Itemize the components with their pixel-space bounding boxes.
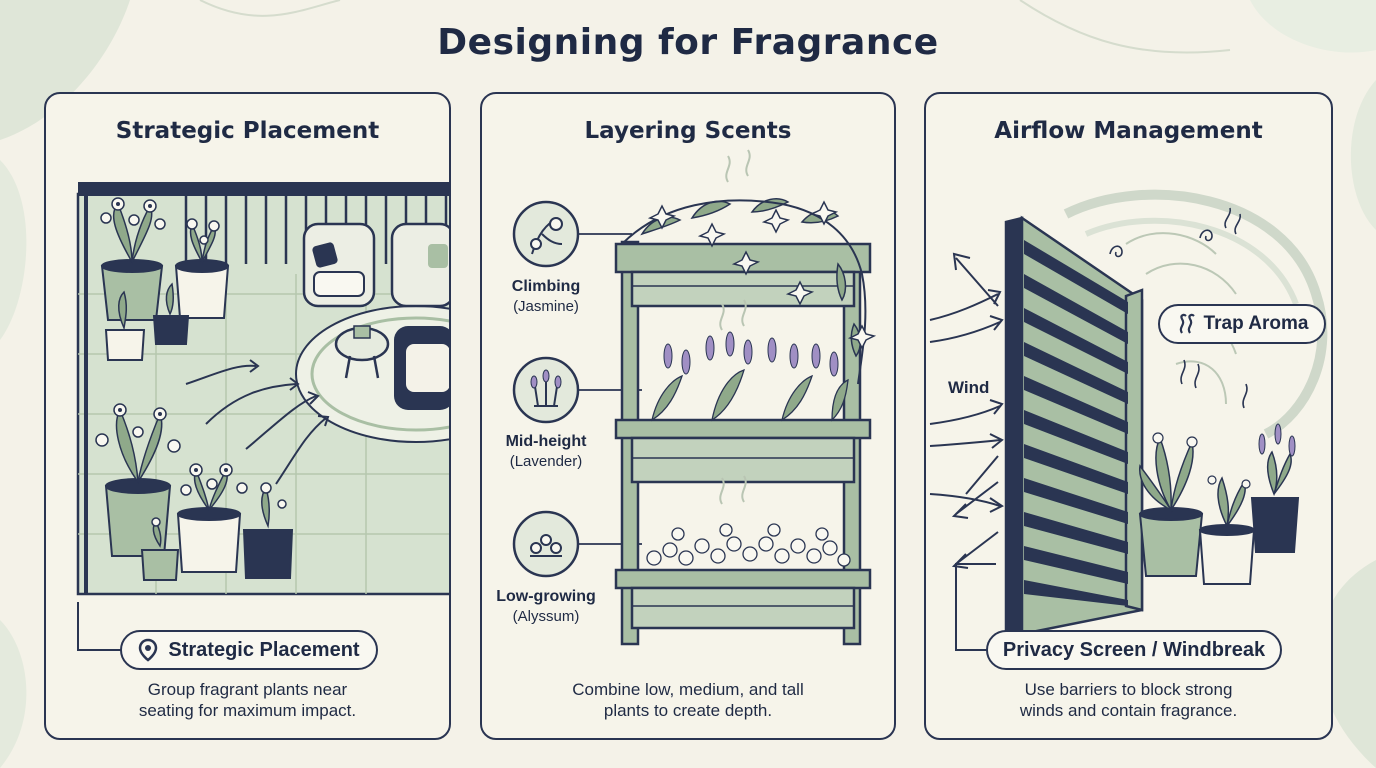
panel-strategic-placement: Strategic Placement [44,92,451,740]
jasmine-icon [512,200,580,268]
tiered-planter-illustration [512,149,877,646]
layer-label-low-growing: Low-growing (Alyssum) [496,588,596,625]
layer-label-climbing: Climbing (Jasmine) [511,278,581,315]
panel-layering-scents: Layering Scents [480,92,896,740]
page-title: Designing for Fragrance [437,22,939,63]
strategic-placement-badge: Strategic Placement [120,630,378,670]
layer-label-mid-height: Mid-height (Lavender) [505,433,587,470]
panel-caption: Use barriers to block strong winds and c… [1019,680,1238,720]
panel-title: Strategic Placement [115,118,380,144]
panel-caption: Group fragrant plants near seating for m… [138,680,357,720]
map-pin-icon [139,638,158,662]
badge-label: Privacy Screen / Windbreak [1002,638,1266,661]
badge-label: Trap Aroma [1203,313,1309,334]
patio-illustration [76,182,449,651]
trap-aroma-badge: Trap Aroma [1158,304,1326,344]
badge-label: Strategic Placement [168,638,360,661]
scent-swirl-icon [1179,313,1195,334]
panel-title: Layering Scents [584,118,792,144]
panel-caption: Combine low, medium, and tall plants to … [572,680,804,720]
panel-title: Airflow Management [994,118,1263,144]
panel-airflow-management: Airflow Management [924,92,1333,740]
privacy-screen-badge: Privacy Screen / Windbreak [986,630,1282,670]
wind-label: Wind [948,378,990,397]
